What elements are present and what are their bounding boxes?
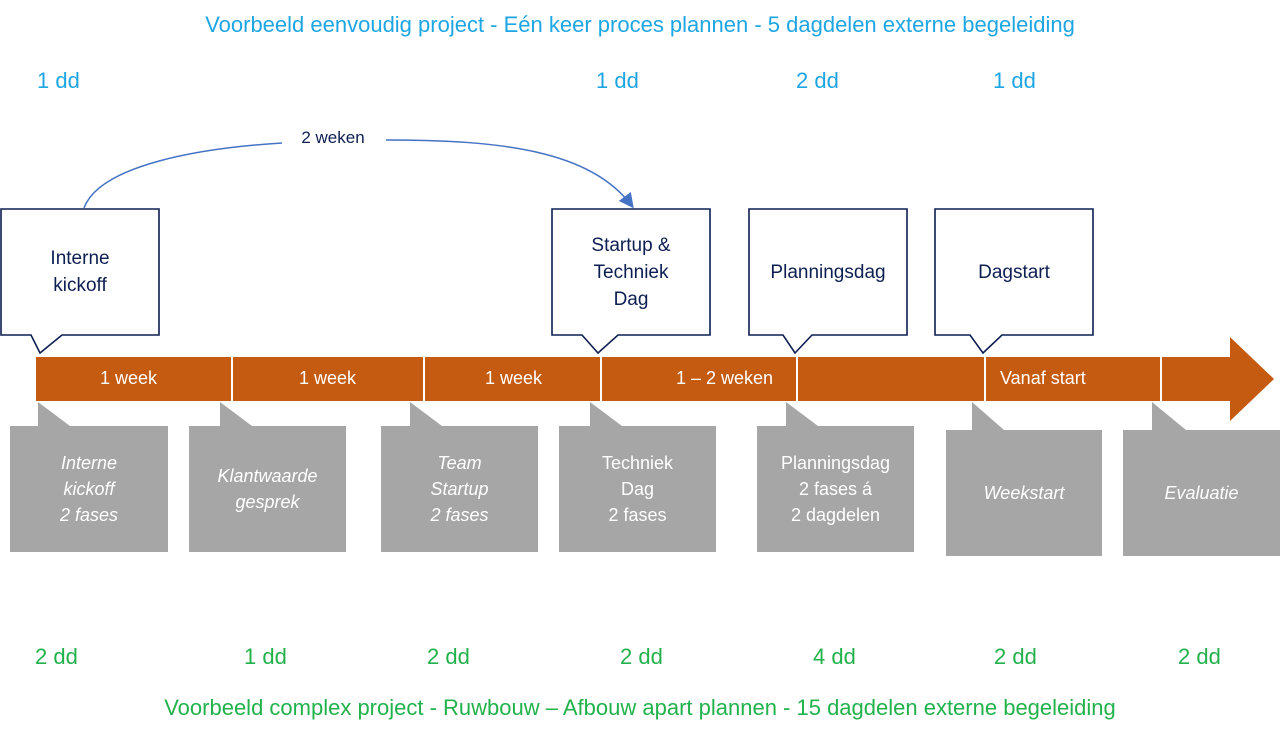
simple-dd-dagstart: 1 dd [993, 68, 1036, 93]
step-box-evaluatie [1123, 402, 1280, 556]
complex-dd-techniek-dag: 2 dd [620, 644, 663, 669]
step-box-interne-kickoff [10, 402, 168, 552]
step-weekstart-label: Weekstart [983, 483, 1065, 503]
callout-planningsdag-label: Planningsdag [770, 261, 886, 283]
complex-dd-interne-kickoff: 2 dd [35, 644, 78, 669]
complex-project-title: Voorbeeld complex project - Ruwbouw – Af… [164, 695, 1116, 720]
segment-label-4: 1 – 2 weken [676, 368, 774, 388]
segment-label-2: 1 week [299, 368, 357, 388]
callout-startup-techniek [551, 208, 711, 355]
step-evaluatie-label: Evaluatie [1164, 483, 1239, 503]
segment-label-1: 1 week [100, 368, 158, 388]
simple-dd-interne-kickoff: 1 dd [37, 68, 80, 93]
gap-label: 2 weken [288, 128, 378, 148]
complex-dd-team-startup: 2 dd [427, 644, 470, 669]
complex-dd-weekstart: 2 dd [994, 644, 1037, 669]
step-box-team-startup [381, 402, 538, 552]
step-box-weekstart [946, 402, 1102, 556]
simple-dd-startup-techniek: 1 dd [596, 68, 639, 93]
timeline-dividers [231, 357, 1162, 401]
gap-connector-arrow [83, 139, 632, 208]
step-box-klantwaarde [189, 402, 346, 552]
step-box-planningsdag [757, 402, 914, 552]
segment-label-5: Vanaf start [1000, 368, 1086, 388]
callout-dagstart [934, 208, 1094, 355]
timeline-arrow [36, 337, 1274, 421]
complex-dd-klantwaarde: 1 dd [244, 644, 287, 669]
complex-dd-planningsdag: 4 dd [813, 644, 856, 669]
callout-interne-kickoff [0, 208, 160, 355]
complex-dd-evaluatie: 2 dd [1178, 644, 1221, 669]
callout-dagstart-label: Dagstart [978, 261, 1050, 283]
step-box-techniek-dag [559, 402, 716, 552]
simple-project-title: Voorbeeld eenvoudig project - Eén keer p… [205, 12, 1075, 37]
simple-dd-planningsdag: 2 dd [796, 68, 839, 93]
callout-planningsdag [748, 208, 908, 355]
segment-label-3: 1 week [485, 368, 543, 388]
